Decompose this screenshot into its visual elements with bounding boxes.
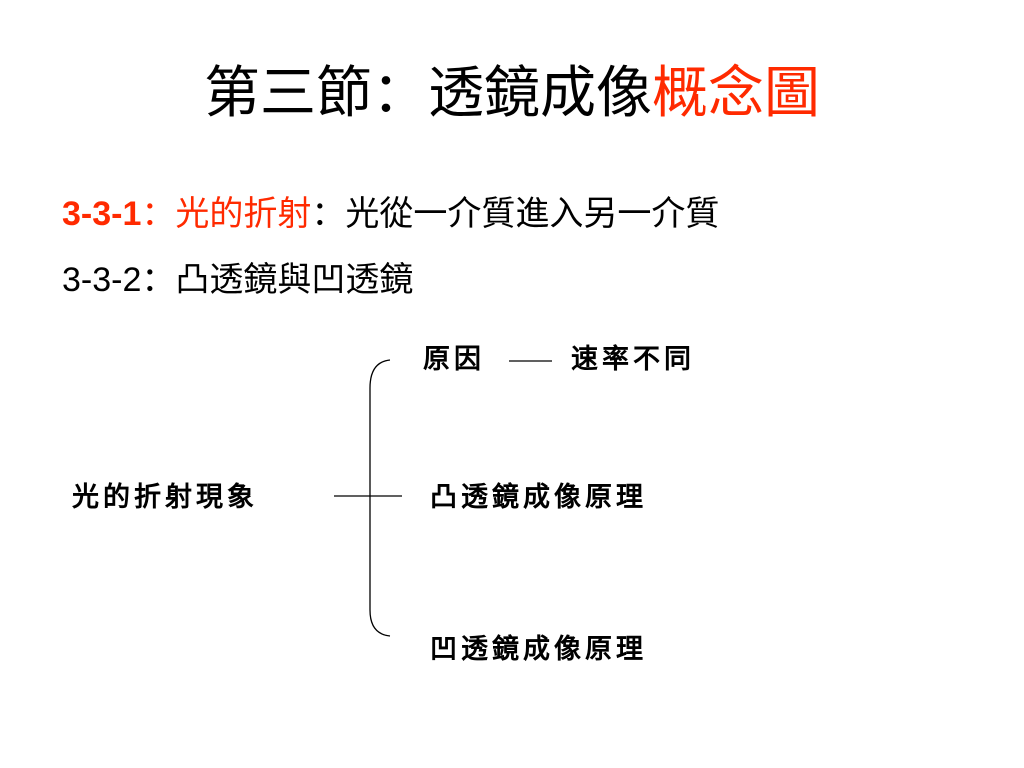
slide-title: 第三節：透鏡成像概念圖 [0, 58, 1024, 130]
bullet-separator: ： [311, 194, 346, 234]
bullet-description: 凸透鏡與凹透鏡 [175, 260, 414, 300]
bullet-3-3-2: 3-3-2：凸透鏡與凹透鏡 [62, 258, 413, 302]
bullet-separator: ： [141, 194, 176, 234]
bullet-number: 3-3-1 [62, 195, 142, 233]
bullet-3-3-1: 3-3-1：光的折射：光從一介質進入另一介質 [62, 192, 719, 236]
title-main: 第三節：透鏡成像 [204, 61, 652, 126]
bullet-number: 3-3-2 [62, 261, 142, 299]
node-reason-detail: 速率不同 [571, 344, 695, 375]
bullet-topic: 光的折射 [175, 194, 312, 234]
node-reason: 原因 [423, 344, 485, 375]
bullet-separator: ： [141, 260, 176, 300]
node-convex-lens: 凸透鏡成像原理 [430, 482, 647, 513]
bullet-description: 光從一介質進入另一介質 [345, 194, 720, 234]
brace-connector [369, 359, 391, 637]
node-root: 光的折射現象 [72, 482, 258, 513]
title-accent: 概念圖 [652, 61, 820, 126]
node-concave-lens: 凹透鏡成像原理 [430, 634, 647, 665]
